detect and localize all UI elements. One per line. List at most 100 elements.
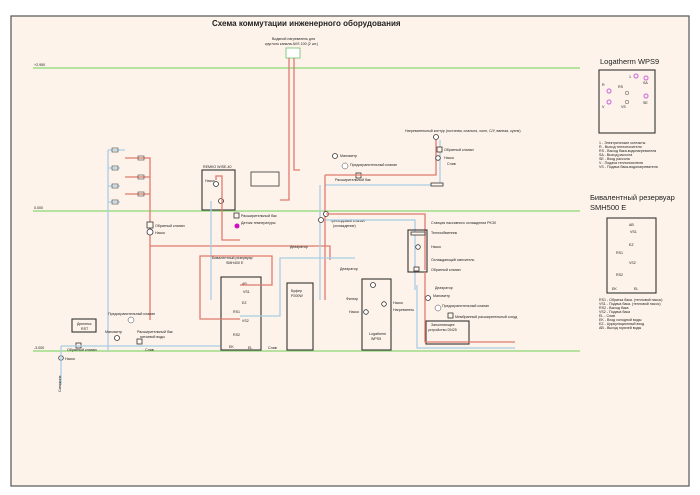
remko-exp-tank-label: Расширительный бак	[241, 214, 277, 218]
remko-exp-tank	[233, 212, 240, 219]
pk30-label: Станция пассивного охлаждения PK30	[431, 221, 496, 225]
pump-left-label: Насос	[155, 231, 165, 235]
deaerator-logatherm-label: Деаэратор	[340, 267, 358, 271]
smh-port-ab: AB	[629, 223, 634, 227]
drain-bottom-label: Слив	[145, 348, 154, 352]
manometer-top	[332, 153, 338, 159]
cooling-mixer-label: Охлаждающий смеситель	[431, 258, 474, 262]
tank-port-ab: AB	[242, 282, 247, 286]
logatherm-label: Logatherm	[369, 332, 386, 336]
pk30-check-valve-label: Обратный клапан	[431, 268, 461, 272]
tank-port-ek: EK	[229, 345, 234, 349]
air-heater-label-2: круглого канала AVS 100 (2 шт.)	[265, 42, 318, 46]
tank-port-vs2: VS2	[242, 319, 249, 323]
smh-panel-title: Бивалентный резервуар	[590, 193, 675, 202]
membrane-tank	[447, 312, 454, 319]
wps9-port-1: 1	[629, 75, 631, 79]
exp-tank-top-label: Расширительный бак	[335, 178, 371, 182]
safety-valve-right	[434, 304, 442, 312]
deaerator-mid-label: Деаэратор	[290, 245, 308, 249]
smh-panel	[606, 217, 657, 294]
logatherm-unit	[361, 278, 392, 351]
tank-port-rs2: RS2	[233, 333, 240, 337]
deaerator-right-label: Деаэратор	[435, 286, 453, 290]
temp-sensor-label: Датчик температуры	[241, 221, 276, 225]
svg-text:VS2 - Подача бака: VS2 - Подача бака	[599, 310, 630, 314]
pk30-station	[407, 229, 428, 273]
duplex-label: Дюплекс	[77, 322, 92, 326]
page-title: Схема коммутации инженерного оборудовани…	[212, 19, 401, 28]
sheet-frame	[10, 15, 690, 487]
check-valve-left	[146, 221, 154, 229]
svg-text:AB - Выход горячей воды: AB - Выход горячей воды	[599, 326, 642, 330]
dhw-exp-tank-label: Расширительный бак	[137, 330, 173, 334]
tank-port-ez: EZ	[242, 301, 247, 305]
air-heater	[285, 47, 301, 59]
temp-sensor	[234, 223, 240, 229]
logatherm-valve	[370, 282, 376, 288]
logatherm-pump-in	[363, 309, 369, 315]
svg-text:SA - Выход рассола: SA - Выход рассола	[599, 153, 632, 157]
dhw-exp-tank	[136, 338, 143, 345]
manometer-top-label: Манометр	[340, 154, 357, 158]
logatherm-pump-right-label: Насос	[393, 301, 403, 305]
logatherm-pump-left-label: Насос	[349, 310, 359, 314]
smh-port-vs2: VS2	[629, 261, 636, 265]
air-heater-label: Водяной нагреватель для	[272, 37, 315, 41]
manifold-valves	[111, 147, 145, 205]
smh-port-ez: EZ	[629, 243, 634, 247]
bivalent-tank-label: Бивалентный резервуар	[212, 256, 253, 260]
smh-port-el: EL	[634, 287, 638, 291]
svg-text:V - Подача теплоносителя: V - Подача теплоносителя	[599, 161, 643, 165]
pk30-pump	[415, 244, 421, 250]
remko-label: REMKO WISE-40	[203, 165, 232, 169]
pump-left	[146, 228, 154, 236]
pump-heating	[435, 155, 441, 161]
charging-device	[425, 320, 470, 345]
charging-device-label: Заполняющее	[431, 323, 455, 327]
pk30-check-valve	[413, 266, 420, 272]
manometer-right	[425, 295, 431, 301]
safety-valve-top-label: Предохранительный клапан	[350, 163, 397, 167]
bivalent-tank-label-2: SMH400 E	[226, 261, 244, 265]
safety-valve-bottom-label: Предохранительный клапан	[108, 312, 155, 316]
manometer-right-label: Манометр	[433, 294, 450, 298]
control-unit	[250, 171, 280, 187]
level-label-bottom: -3.000	[34, 346, 44, 350]
svg-text:RS - Выход бака-водонагревател: RS - Выход бака-водонагревателя	[599, 149, 656, 153]
smh-legend: RS1 - Обратка бака. (тепловой насос) VS1…	[599, 298, 662, 330]
svg-text:SE - Вход рассола: SE - Вход рассола	[599, 157, 630, 161]
check-valve-left-label: Обратный клапан	[155, 224, 185, 228]
wps9-panel	[598, 69, 656, 134]
svg-text:R - Выход теплоносителя: R - Выход теплоносителя	[599, 145, 642, 149]
manometer-bottom	[114, 335, 120, 341]
wps9-port-v: V	[602, 105, 605, 109]
check-valve-heating	[436, 146, 443, 153]
level-label-zero: 0.000	[34, 206, 43, 210]
tank-port-el: EL	[248, 346, 252, 350]
svg-text:VS - Подача бака-водонагревате: VS - Подача бака-водонагревателя	[599, 165, 658, 169]
logatherm-label-2: WPS9	[371, 337, 381, 341]
smh-port-rs1: RS1	[616, 251, 623, 255]
smh-port-rs2: RS2	[616, 273, 623, 277]
smh-port-vs1: VS1	[630, 230, 637, 234]
three-way-valve-label-2: (охлаждение)	[333, 224, 356, 228]
three-way-valve-2	[318, 217, 324, 223]
remko-valve	[218, 198, 224, 204]
safety-valve-top	[341, 162, 349, 170]
duplex-unit	[71, 318, 97, 333]
heating-circuit-label: Нагревательный контур (гостиная, спальня…	[405, 129, 521, 133]
tank-port-rs1: RS1	[233, 310, 240, 314]
svg-text:VS1 - Подача бака. (тепловой н: VS1 - Подача бака. (тепловой насос)	[599, 302, 661, 306]
buffer-label-2: P200W	[291, 294, 303, 298]
safety-valve-bottom	[127, 316, 135, 324]
remko-unit	[201, 169, 236, 211]
bivalent-tank	[220, 276, 262, 351]
tank-port-vs1: VS1	[243, 290, 250, 294]
svg-text:RS1 - Обратка бака. (тепловой: RS1 - Обратка бака. (тепловой насос)	[599, 298, 662, 302]
membrane-tank-label: Мембранный расширительный сосуд	[455, 315, 518, 319]
wps9-panel-title: Logatherm WPS9	[600, 57, 659, 66]
check-valve-bottom-label: Обратный клапан	[67, 348, 97, 352]
charging-device-label-2: устройство DN25	[428, 328, 457, 332]
